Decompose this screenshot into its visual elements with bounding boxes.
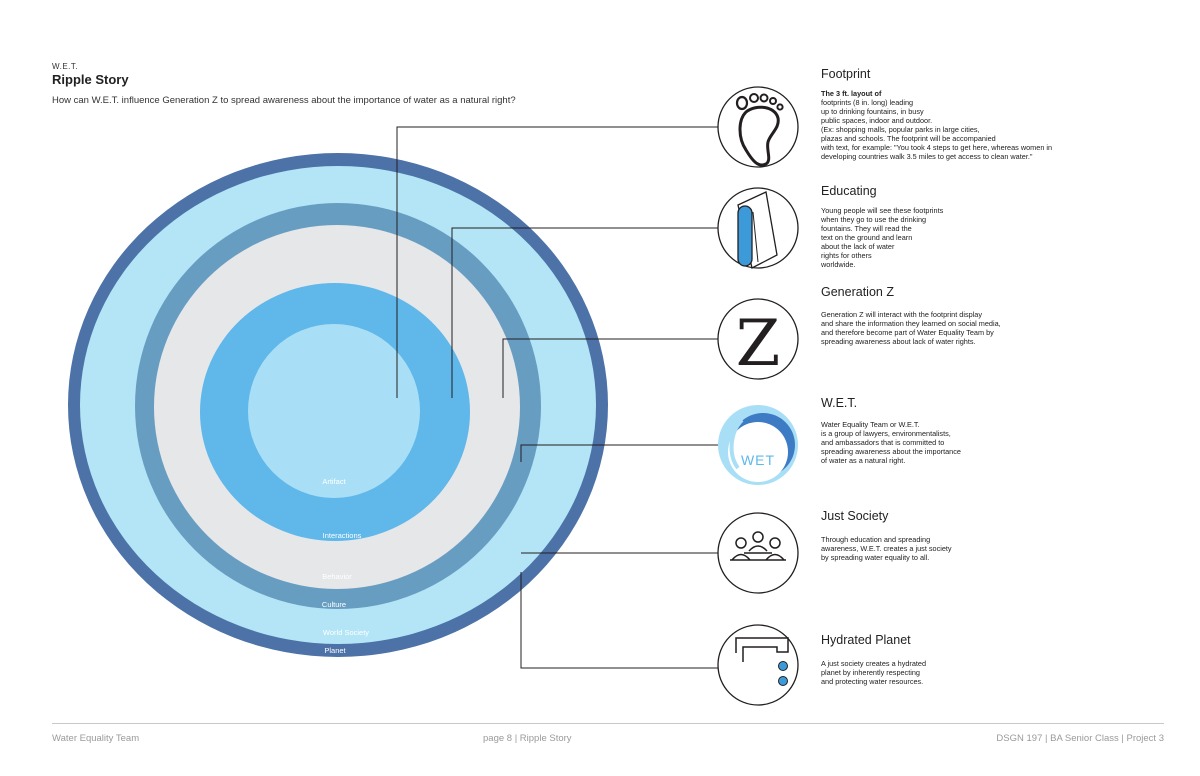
item-title: Educating (821, 184, 877, 198)
item-line: about the lack of water (821, 242, 895, 251)
footer-divider (52, 723, 1164, 724)
z-glyph: Z (736, 307, 780, 381)
item-lead: The 3 ft. layout of (821, 89, 882, 98)
item-title: Hydrated Planet (821, 633, 911, 647)
item-line: and therefore become part of Water Equal… (821, 328, 994, 337)
ring-label-world-society: World Society (323, 628, 369, 637)
item-line: developing countries walk 3.5 miles to g… (821, 152, 1033, 161)
item-line: Generation Z will interact with the foot… (821, 310, 983, 319)
item-line: rights for others (821, 251, 872, 260)
item-title: Just Society (821, 509, 889, 523)
item-line: fountains. They will read the (821, 224, 912, 233)
ring-label-behavior: Behavior (322, 572, 352, 581)
item-line: planet by inherently respecting (821, 668, 920, 677)
item-line: and protecting water resources. (821, 677, 924, 686)
item-line: by spreading water equality to all. (821, 553, 930, 562)
ring-label-interactions: Interactions (323, 531, 362, 540)
item-body: The 3 ft. layout of footprints (8 in. lo… (821, 89, 1121, 161)
connector-generation-z (502, 338, 718, 398)
connector-wet (520, 444, 718, 462)
item-line: when they go to use the drinking (821, 215, 927, 224)
item-title: Generation Z (821, 285, 894, 299)
ring-label-culture: Culture (322, 600, 346, 609)
item-line: and share the information they learned o… (821, 319, 1001, 328)
item-line: footprints (8 in. long) leading (821, 98, 914, 107)
letter-z-icon: Z (717, 298, 799, 381)
item-line: spreading awareness about lack of water … (821, 337, 976, 346)
item-line: text on the ground and learn (821, 233, 913, 242)
faucet-icon (717, 624, 799, 706)
item-line: and ambassadors that is committed to (821, 438, 945, 447)
item-body: Through education and spreading awarenes… (821, 535, 1121, 562)
item-footprint: Footprint The 3 ft. layout of footprints… (821, 67, 1121, 161)
item-just-society: Just Society Through education and sprea… (821, 509, 1121, 562)
item-body: A just society creates a hydrated planet… (821, 659, 1121, 686)
footer-left: Water Equality Team (52, 733, 140, 744)
item-line: public spaces, indoor and outdoor. (821, 116, 933, 125)
item-educating: Educating Young people will see these fo… (821, 184, 1121, 269)
kicker: W.E.T. (52, 62, 79, 71)
connector-educating (451, 227, 718, 398)
item-line: Water Equality Team or W.E.T. (821, 420, 920, 429)
ring-label-artifact: Artifact (322, 477, 346, 486)
item-line: Young people will see these footprints (821, 206, 944, 215)
ring-label-planet: Planet (324, 646, 346, 655)
item-body: Generation Z will interact with the foot… (821, 310, 1121, 346)
item-line: Through education and spreading (821, 535, 931, 544)
footer-course: DSGN 197 | BA Senior Class | Project 3 (996, 733, 1164, 744)
connector-footprint (396, 126, 718, 398)
wet-logo-icon: WET (718, 405, 798, 485)
flyer-icon (717, 187, 799, 269)
item-line: spreading awareness about the importance (821, 447, 961, 456)
item-hydrated-planet: Hydrated Planet A just society creates a… (821, 633, 1121, 686)
ring-artifact (248, 324, 420, 498)
footprint-icon (717, 86, 799, 168)
item-line: with text, for example: "You took 4 step… (821, 143, 1053, 152)
item-body: Young people will see these footprints w… (821, 206, 1121, 269)
wet-logo-text: WET (741, 452, 775, 468)
item-title: Footprint (821, 67, 871, 81)
footer-page-number: page 8 | Ripple Story (483, 733, 572, 744)
connector-hydrated-planet (520, 572, 718, 669)
item-body: Water Equality Team or W.E.T. is a group… (821, 420, 1121, 465)
item-line: is a group of lawyers, environmentalists… (821, 429, 951, 438)
item-line: awareness, W.E.T. creates a just society (821, 544, 952, 553)
page-title: Ripple Story (52, 72, 129, 87)
item-wet: W.E.T. Water Equality Team or W.E.T. is … (821, 396, 1121, 465)
item-line: worldwide. (821, 260, 856, 269)
item-line: plazas and schools. The footprint will b… (821, 134, 996, 143)
item-generation-z: Generation Z Generation Z will interact … (821, 285, 1121, 346)
people-table-icon (717, 512, 799, 594)
guiding-question: How can W.E.T. influence Generation Z to… (52, 95, 516, 106)
item-line: A just society creates a hydrated (821, 659, 927, 668)
item-line: (Ex: shopping malls, popular parks in la… (821, 125, 980, 134)
item-line: up to drinking fountains, in busy (821, 107, 924, 116)
item-title: W.E.T. (821, 396, 858, 410)
item-line: of water as a natural right. (821, 456, 906, 465)
